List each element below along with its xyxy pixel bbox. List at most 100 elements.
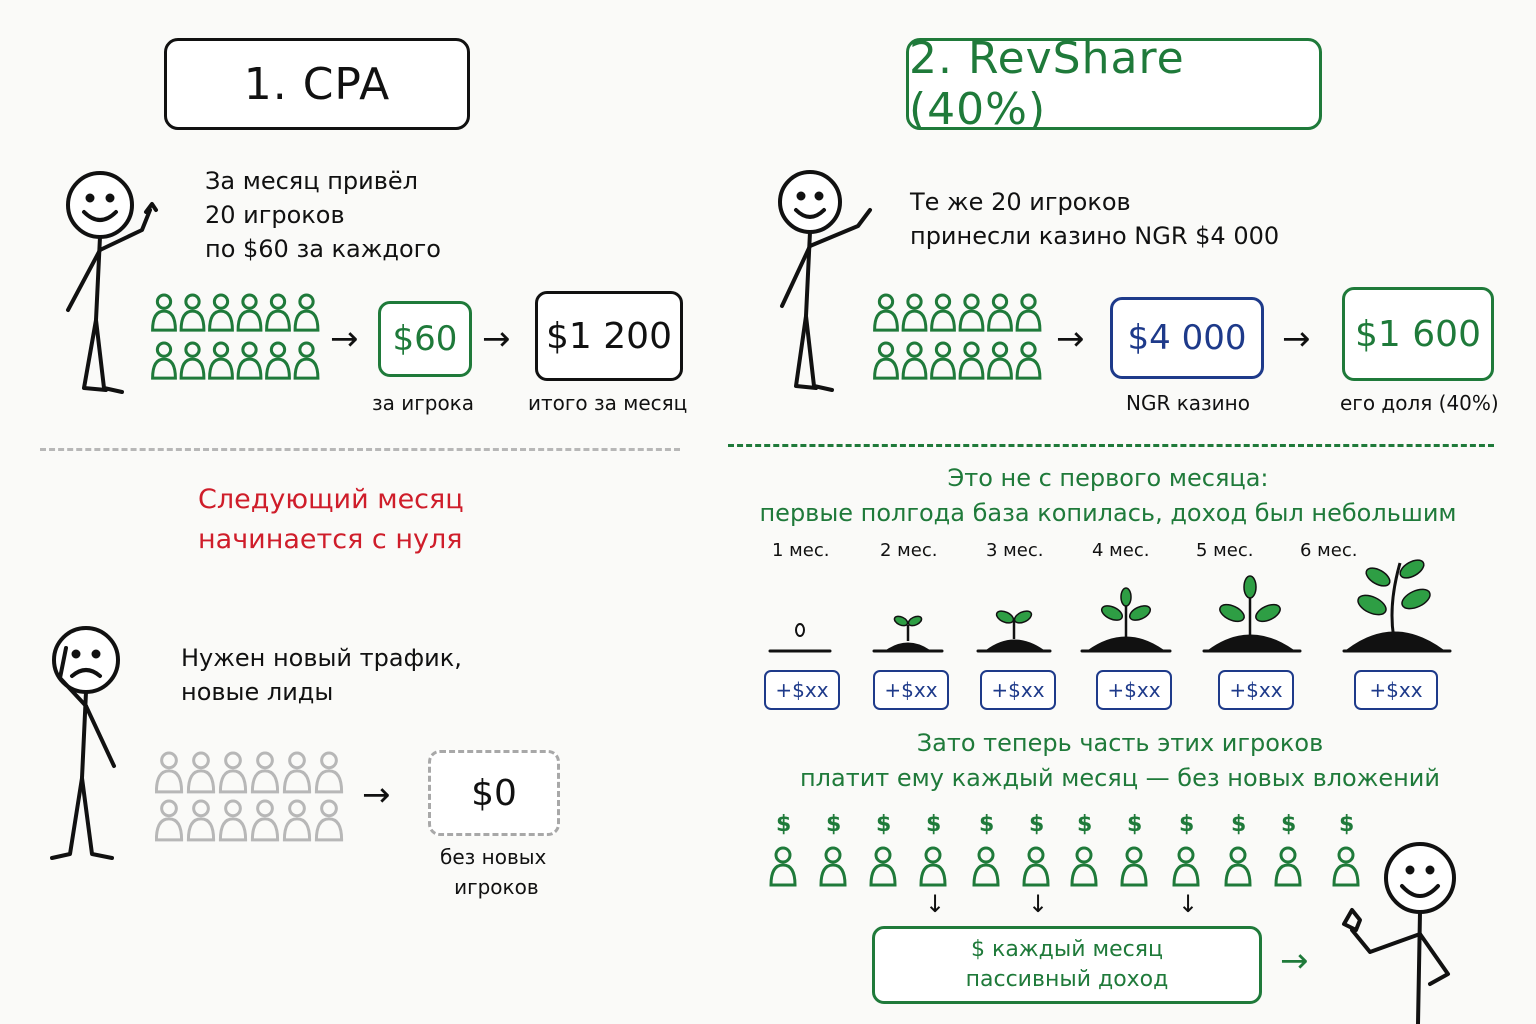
income-chip-label: +$xx	[775, 678, 829, 702]
arrow-right-icon: →	[330, 319, 359, 359]
revshare-title: 2. RevShare (40%)	[906, 33, 1322, 135]
person-icon	[869, 846, 897, 887]
dollar-icon: $	[1339, 812, 1355, 837]
revshare-divider	[728, 444, 1494, 447]
arrow-down-icon: ↓	[1028, 890, 1049, 918]
month-label-5: 5 мес.	[1196, 540, 1254, 561]
person-icon	[151, 293, 177, 332]
person-icon	[265, 293, 291, 332]
revshare-intro-line-2: принесли казино NGR $4 000	[910, 222, 1280, 250]
cpa-gray-players-grid	[155, 751, 344, 842]
income-chip: +$xx	[1354, 670, 1438, 710]
cpa-zero-box: $0	[428, 750, 560, 836]
person-icon	[314, 751, 344, 794]
cpa-intro: За месяц привёл 20 игроков по $60 за каж…	[205, 164, 441, 266]
cpa-title-text: 1. CPA	[243, 58, 391, 110]
arrow-down-icon: ↓	[1178, 890, 1199, 918]
income-chip: +$xx	[1218, 670, 1294, 710]
cpa-divider	[40, 448, 680, 451]
cpa-zero-value: $0	[471, 772, 517, 814]
person-icon	[819, 846, 847, 887]
revshare-share-box: $1 600	[1342, 287, 1494, 381]
person-icon	[293, 293, 320, 332]
arrow-down-icon: ↓	[925, 890, 946, 918]
plant-sprout-icon	[1088, 587, 1164, 650]
cpa-total-value: $1 200	[546, 315, 672, 357]
cpa-zero-caption: без новых игроков	[440, 842, 546, 902]
cpa-need-line-1: Нужен новый трафик,	[181, 644, 462, 672]
person-icon	[919, 846, 947, 887]
person-icon	[1172, 846, 1200, 887]
person-icon	[1015, 293, 1042, 332]
person-icon	[282, 799, 312, 842]
person-icon	[1274, 846, 1302, 887]
stick-figure-sad-icon	[50, 626, 120, 860]
dollar-icon: $	[826, 812, 842, 837]
arrow-right-icon: →	[362, 775, 391, 815]
plant-sprout-icon	[986, 610, 1044, 650]
person-icon	[1332, 846, 1360, 887]
income-chip: +$xx	[980, 670, 1056, 710]
person-icon	[901, 293, 928, 332]
person-icon	[958, 293, 985, 332]
income-chip: +$xx	[764, 670, 840, 710]
person-icon	[250, 799, 280, 842]
income-chip: +$xx	[873, 670, 949, 710]
revshare-after: Зато теперь часть этих игроков платит ем…	[760, 726, 1480, 796]
revshare-share-value: $1 600	[1355, 313, 1481, 355]
person-icon	[250, 751, 280, 794]
plant-growth-row	[768, 559, 1452, 653]
cpa-zero-caption-line-2: игроков	[454, 875, 539, 899]
cpa-intro-line-3: по $60 за каждого	[205, 235, 441, 263]
income-chip-label: +$xx	[991, 678, 1045, 702]
person-icon	[901, 341, 928, 380]
person-icon	[155, 799, 184, 842]
person-icon	[179, 341, 206, 380]
cpa-per-player-value: $60	[392, 319, 458, 359]
person-icon	[930, 293, 956, 332]
cpa-intro-line-2: 20 игроков	[205, 201, 345, 229]
month-label-3: 3 мес.	[986, 540, 1044, 561]
dollar-icon: $	[776, 812, 792, 837]
dollar-icon: $	[979, 812, 995, 837]
person-icon	[1070, 846, 1098, 887]
revshare-players-grid	[873, 293, 1042, 380]
passive-income-line-2: пассивный доход	[965, 967, 1169, 992]
cpa-per-player-box: $60	[378, 301, 472, 377]
person-icon	[282, 751, 312, 794]
person-icon	[972, 846, 1000, 887]
person-icon	[987, 293, 1013, 332]
person-icon	[1022, 846, 1050, 887]
arrow-right-icon: →	[482, 319, 511, 359]
person-icon	[218, 799, 248, 842]
person-icon	[1015, 341, 1042, 380]
revshare-intro-line-1: Те же 20 игроков	[910, 188, 1131, 216]
dollar-icon: $	[1077, 812, 1093, 837]
cpa-title: 1. CPA	[164, 38, 470, 130]
person-icon	[930, 341, 956, 380]
paying-players-row	[769, 846, 1360, 887]
person-icon	[208, 341, 234, 380]
person-icon	[293, 341, 320, 380]
cpa-next-month-line-2: начинается с нуля	[198, 524, 463, 555]
dollar-icon: $	[926, 812, 942, 837]
revshare-note: Это не с первого месяца: первые полгода …	[740, 461, 1476, 531]
revshare-ngr-value: $4 000	[1127, 318, 1247, 358]
cpa-next-month-line-1: Следующий месяц	[198, 484, 464, 515]
passive-income-box: $ каждый месяц пассивный доход	[872, 926, 1262, 1004]
dollar-icon: $	[1127, 812, 1143, 837]
cpa-total-caption: итого за месяц	[528, 391, 688, 415]
cpa-next-month: Следующий месяц начинается с нуля	[198, 480, 464, 560]
cpa-total-box: $1 200	[535, 291, 683, 381]
revshare-intro: Те же 20 игроков принесли казино NGR $4 …	[910, 185, 1279, 253]
person-icon	[151, 341, 177, 380]
person-icon	[1120, 846, 1148, 887]
person-icon	[186, 799, 216, 842]
person-icon	[208, 293, 234, 332]
person-icon	[179, 293, 206, 332]
person-icon	[218, 751, 248, 794]
person-icon	[873, 293, 899, 332]
arrow-right-icon: →	[1056, 319, 1085, 359]
revshare-after-line-1: Зато теперь часть этих игроков	[916, 729, 1324, 757]
person-icon	[236, 341, 263, 380]
